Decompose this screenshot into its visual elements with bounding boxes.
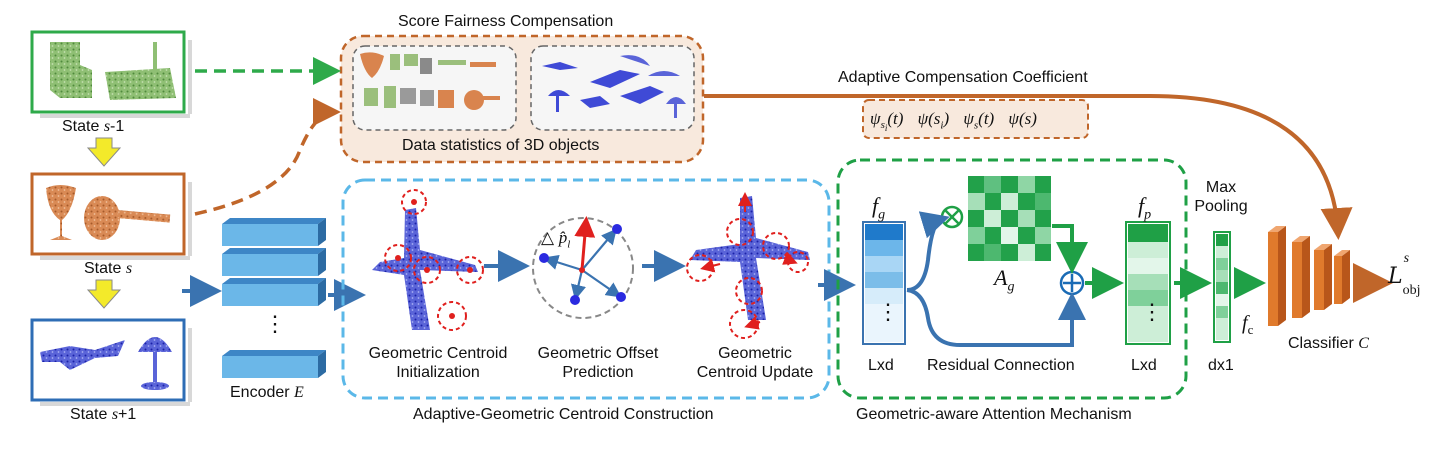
goblet-pointcloud xyxy=(46,185,76,240)
residual-connection-arrow xyxy=(906,288,1086,347)
adaptive-coef-label: Adaptive Compensation Coefficient xyxy=(838,69,1088,86)
coef-term-2: ψ(si) xyxy=(917,109,950,132)
fp-dots: ⋮ xyxy=(1141,299,1163,324)
fg-dim-label: Lxd xyxy=(868,357,894,374)
score-fairness-title: Score Fairness Compensation xyxy=(398,13,614,30)
encoder-label: Encoder E xyxy=(230,384,304,401)
fp-dim-label: Lxd xyxy=(1131,357,1157,374)
attention-to-oplus-arrow xyxy=(1052,224,1088,274)
bed-pointcloud xyxy=(105,68,176,100)
delta-offset-symbol: △ p̂l xyxy=(541,228,571,251)
state-curr-box xyxy=(30,172,192,260)
fg-label: fg xyxy=(872,193,886,223)
state-curr-to-fairness-arrow xyxy=(194,98,341,216)
fg-to-otimes-arrow xyxy=(906,211,950,292)
fg-dots: ⋮ xyxy=(877,299,899,324)
pooled-vector xyxy=(1213,231,1231,343)
centroid-init-pointcloud xyxy=(372,189,484,331)
airplane-pointcloud xyxy=(40,340,125,370)
classifier-label: Classifier C xyxy=(1288,335,1369,352)
classifier-layer xyxy=(1268,226,1286,326)
encoder-layer xyxy=(222,218,326,246)
coefficient-terms: ψsi(t) ψ(si) ψs(t) ψ(s) xyxy=(870,109,1037,139)
pooled-dim-label: dx1 xyxy=(1208,357,1234,374)
classifier-layer xyxy=(1292,236,1310,318)
state-prev-label: State s-1 xyxy=(62,118,125,135)
classifier-layer xyxy=(1314,244,1332,310)
data-stats-label: Data statistics of 3D objects xyxy=(402,137,600,154)
residual-label: Residual Connection xyxy=(927,357,1075,374)
encoder-stack xyxy=(222,218,326,378)
ag-label: Ag xyxy=(994,265,1015,295)
compensation-to-classifier-arrow xyxy=(704,94,1353,240)
score-fairness-box xyxy=(339,34,705,164)
fp-feature-column xyxy=(1125,221,1171,345)
coef-term-1: ψsi(t) xyxy=(870,109,904,134)
fp-label: fp xyxy=(1138,193,1152,223)
classifier-layer xyxy=(1334,250,1350,304)
fg-feature-column xyxy=(862,221,906,345)
classifier-stack xyxy=(1268,226,1350,326)
state-transition-arrow xyxy=(86,279,122,309)
coef-term-4: ψ(s) xyxy=(1008,109,1037,128)
encoder-layer xyxy=(222,350,326,378)
offset-prediction-diagram xyxy=(532,216,634,319)
encoder-layer xyxy=(222,278,326,306)
coef-term-3: ψs(t) xyxy=(963,109,995,132)
state-transition-arrow xyxy=(86,137,122,167)
state-prev-box xyxy=(30,30,192,118)
state-next-box xyxy=(30,318,192,406)
coefficient-box xyxy=(862,99,1089,139)
state-next-label: State s+1 xyxy=(70,406,137,423)
attention-matrix xyxy=(968,176,1051,261)
cup-pointcloud xyxy=(50,42,92,98)
state-curr-label: State s xyxy=(84,260,133,277)
agcc-title: Adaptive-Geometric Centroid Construction xyxy=(413,406,714,423)
centroid-update-pointcloud xyxy=(686,192,810,339)
encoder-dots: ⋮ xyxy=(264,311,286,336)
encoder-layer xyxy=(222,248,326,276)
fc-label: fc xyxy=(1242,312,1254,337)
lamp-pointcloud xyxy=(138,337,172,352)
gaam-title: Geometric-aware Attention Mechanism xyxy=(856,406,1132,423)
guitar-pointcloud xyxy=(84,196,120,240)
